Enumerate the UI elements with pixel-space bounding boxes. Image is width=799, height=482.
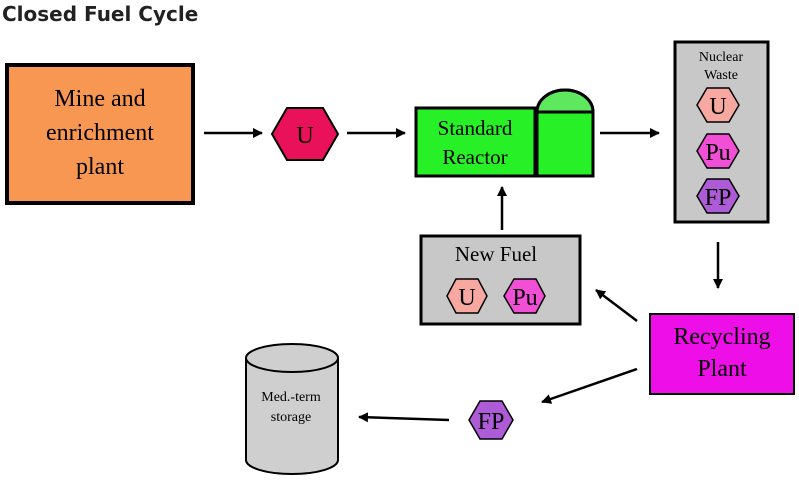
waste-label-line2: Waste: [704, 68, 738, 83]
storage-label-line2: storage: [271, 410, 311, 425]
reactor-label-line1: Standard: [438, 116, 513, 140]
new-fuel-pu-hexagon: [503, 278, 546, 314]
mine-label-line2: enrichment: [46, 120, 154, 146]
storage-label-line1: Med.-term: [261, 390, 321, 405]
storage-cylinder-body: [245, 358, 339, 475]
new-fuel-label: New Fuel: [455, 242, 537, 266]
fp-output-node: FP: [468, 400, 514, 440]
recycling-label-line1: Recycling: [673, 324, 770, 350]
mine-label-line3: plant: [76, 154, 124, 180]
standard-reactor-node: Standard Reactor: [414, 88, 595, 178]
reactor-label-line2: Reactor: [442, 145, 507, 169]
uranium-input-node: U: [270, 107, 340, 161]
storage-cylinder-node: Med.-term storage: [245, 343, 339, 475]
reactor-box: [414, 106, 537, 178]
new-fuel-u-hexagon: [446, 278, 488, 314]
uranium-input-label: U: [296, 123, 313, 149]
new-fuel-box: [419, 234, 582, 326]
reactor-dome: [535, 88, 595, 114]
recycling-label-line2: Plant: [697, 356, 747, 382]
waste-fp-label: FP: [705, 185, 732, 211]
page-title: Closed Fuel Cycle: [2, 2, 199, 26]
new-fuel-node: New Fuel U Pu: [419, 234, 582, 326]
mine-box: [5, 63, 195, 205]
recycling-box: [649, 313, 795, 395]
fp-hexagon-shape: [468, 400, 514, 440]
waste-fp-hexagon: [696, 178, 740, 214]
recycling-plant-node: Recycling Plant: [649, 313, 795, 395]
waste-u-label: U: [709, 94, 726, 120]
waste-pu-label: Pu: [705, 140, 730, 166]
arrow-recycling-to-fp: [541, 367, 638, 404]
new-fuel-u-label: U: [458, 285, 475, 311]
waste-label-line1: Nuclear: [699, 50, 744, 65]
arrow-fp-to-storage: [358, 412, 450, 423]
storage-cylinder-top: [245, 343, 339, 373]
mine-enrichment-node: Mine and enrichment plant: [5, 63, 195, 205]
waste-u-hexagon: [696, 87, 740, 123]
nuclear-waste-node: Nuclear Waste U Pu FP: [673, 40, 770, 224]
waste-pu-hexagon: [696, 133, 740, 169]
mine-label-line1: Mine and: [54, 86, 145, 112]
new-fuel-pu-label: Pu: [512, 285, 537, 311]
arrow-recycling-to-new-fuel: [595, 289, 638, 322]
fp-output-label: FP: [478, 409, 505, 435]
uranium-hexagon-shape: [270, 107, 340, 161]
